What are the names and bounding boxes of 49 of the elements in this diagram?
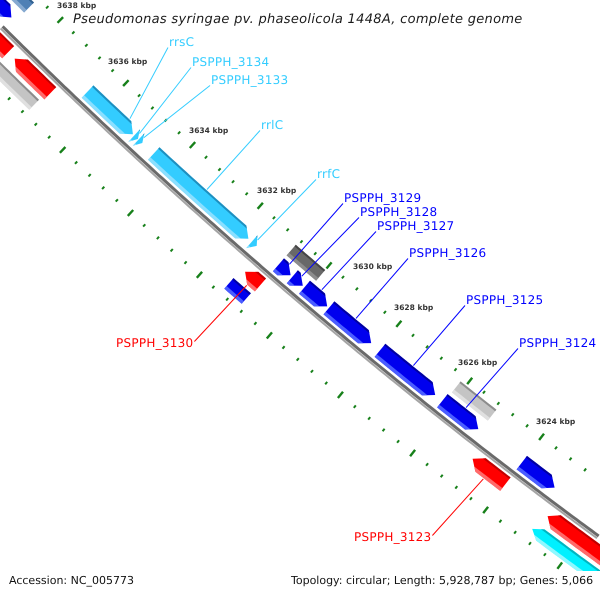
gene-block	[374, 344, 436, 396]
leader-line	[139, 67, 192, 134]
gene-block	[472, 458, 511, 491]
leader-line	[143, 85, 210, 138]
leader-line	[356, 258, 408, 319]
leader-line	[466, 348, 518, 408]
map-title: Pseudomonas syringae pv. phaseolicola 1448A, complete genome	[73, 13, 523, 28]
gene-block	[0, 0, 12, 18]
gene-block	[286, 270, 303, 286]
genome-summary: Topology: circular; Length: 5,928,787 bp; Genes: 5,066	[291, 575, 594, 588]
gene-label: PSPPH_3124	[519, 336, 596, 350]
gene-block	[82, 85, 133, 134]
gene-label: rrlC	[261, 118, 284, 132]
leader-line	[432, 478, 484, 536]
leader-line	[412, 305, 466, 366]
feature-bar	[0, 32, 14, 58]
gene-block	[148, 147, 248, 239]
gene-label: PSPPH_3133	[211, 74, 288, 86]
leader-line	[321, 231, 376, 290]
leader-line	[301, 217, 360, 277]
gene-block	[548, 515, 600, 566]
gene-label: rrsC	[169, 36, 194, 48]
leader-line	[129, 47, 168, 120]
feature-bar	[452, 381, 496, 421]
accession-label: Accession: NC_005773	[9, 575, 134, 588]
gene-block	[245, 272, 266, 292]
gene-label: PSPPH_3127	[377, 220, 454, 232]
gene-label: PSPPH_3125	[466, 294, 544, 306]
gene-block	[128, 129, 140, 142]
leader-line	[206, 130, 260, 190]
gene-label: PSPPH_3134	[192, 56, 270, 68]
gene-label: PSPPH_3128	[360, 206, 438, 218]
gene-label: PSPPH_3123	[354, 530, 432, 544]
gene-block	[516, 456, 555, 488]
gene-label: PSPPH_3129	[344, 192, 422, 204]
gene-block	[14, 58, 56, 100]
gene-block	[299, 280, 328, 306]
gene-label: PSPPH_3130	[116, 336, 194, 350]
leader-line	[257, 179, 316, 240]
gene-block	[324, 301, 372, 344]
feature-bar	[12, 0, 34, 12]
gene-block	[132, 133, 144, 146]
gene-block	[246, 235, 258, 248]
gene-label: PSPPH_3126	[409, 246, 486, 260]
gene-label: rrfC	[317, 168, 340, 180]
gene-block	[272, 258, 291, 276]
leader-line	[288, 203, 344, 265]
feature-bar	[224, 278, 251, 304]
leader-line	[194, 284, 248, 342]
